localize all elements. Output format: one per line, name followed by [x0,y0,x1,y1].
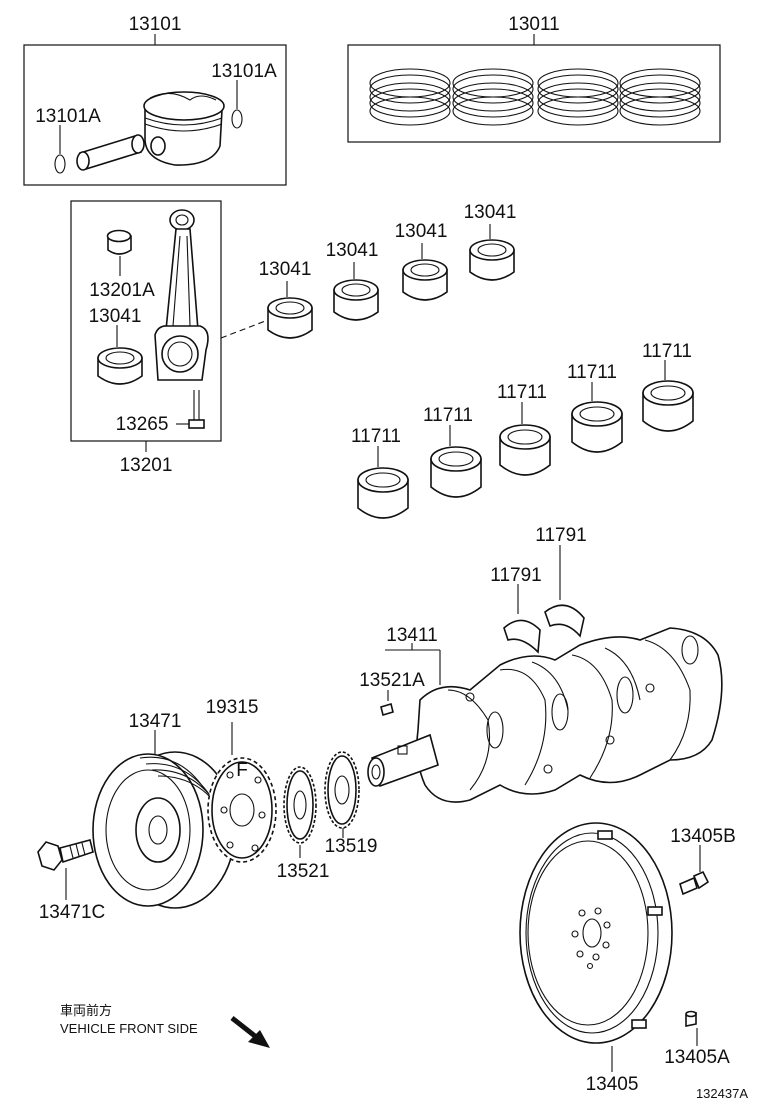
piston-ring-stack-3 [537,68,619,126]
main-bearing-4-label: 11711 [567,362,617,383]
piston-pin [76,134,145,171]
thrust-washer-upper-label: 11791 [535,525,586,546]
main-bearing-1-label: 11711 [351,426,401,447]
main-bearing-2 [430,446,482,498]
conrod-bearings: 13041 13041 13041 13041 [259,202,517,339]
balancer-gear-label: 13519 [325,836,378,857]
vehicle-front-note: 車両前方 VEHICLE FRONT SIDE [60,1003,270,1048]
main-bearing-5 [642,380,694,432]
conrod-bushing-label: 13201A [89,280,155,301]
conrod-bearing-4 [469,239,515,281]
conrod-group: 13201 13201A 13041 [70,200,222,476]
crank-key: 13521A [359,670,425,717]
conrod-bearing-2 [333,279,379,321]
crankshaft [367,627,723,803]
conrod-bolt [188,390,205,429]
conrod-bearing-1 [267,297,313,339]
thrust-washer-lower-label: 11791 [490,565,541,586]
crank-pulley: 13471 [92,711,236,909]
figure-id: 132437A [696,1086,748,1101]
main-bearing-3 [499,424,551,476]
conrod-bolt-label: 13265 [116,414,169,435]
conrod-bearing-2-label: 13041 [326,240,379,261]
main-bearings: 11711 11711 11711 11711 11711 [351,341,694,519]
snap-ring-right [231,109,243,129]
conrod-assy-label: 13201 [120,455,173,476]
main-bearing-2-label: 11711 [423,405,473,426]
vehicle-front-japanese: 車両前方 [60,1003,112,1018]
piston-ring-stack-2 [452,68,534,126]
vehicle-front-english: VEHICLE FRONT SIDE [60,1021,198,1036]
crank-key-label: 13521A [359,670,425,691]
conrod-bearing-3-label: 13041 [395,221,448,242]
conrod-bearing-4-label: 13041 [464,202,517,223]
conrod-bearing-inset-label: 13041 [89,306,142,327]
piston-group: 13101 13101A 13101A [23,14,287,186]
main-bearing-5-label: 11711 [642,341,692,362]
flywheel-label: 13405 [586,1074,639,1095]
conrod-bearing-1-label: 13041 [259,259,312,280]
conrod-bearing-3 [402,259,448,301]
connecting-rod [154,209,209,381]
conrod-dashed-leader [220,319,269,339]
flywheel-pin: 13405A [664,1010,730,1068]
direction-arrow-icon [230,1016,270,1048]
snap-ring-left-label: 13101A [35,106,101,127]
piston-ring-set-label: 13011 [508,14,559,35]
crank-pulley-label: 13471 [129,711,182,732]
pulley-bolt: 13471C [37,839,106,923]
conrod-bearing-inset [97,347,143,385]
flywheel: 13405 [519,822,673,1095]
flywheel-bolt: 13405B [670,826,736,896]
pulley-bolt-label: 13471C [39,902,106,923]
snap-ring-left [54,154,66,174]
piston-ring-stack-1 [369,68,451,126]
main-bearing-1 [357,467,409,519]
piston-rings-group: 13011 [347,14,721,143]
piston-ring-set-frame [347,44,721,143]
thrust-washer-lower [503,619,541,654]
signal-plate-mark: F [236,760,248,781]
crankshaft-callout: 13411 [385,625,441,685]
flywheel-bolt-label: 13405B [670,826,736,847]
thrust-washers: 11791 11791 [490,525,587,654]
crankshaft-label: 13411 [386,625,437,646]
conrod-bushing [106,229,132,255]
balancer-gear: 13519 [324,751,378,857]
signal-plate-label: 19315 [206,697,259,718]
thrust-washer-upper [544,604,585,638]
main-bearing-3-label: 11711 [497,382,547,403]
crank-sprocket: 13521 [277,766,330,882]
flywheel-pin-label: 13405A [664,1047,730,1068]
signal-plate: F 19315 [206,697,277,863]
piston-set-label: 13101 [129,14,182,35]
main-bearing-4 [571,401,623,453]
crank-sprocket-label: 13521 [277,861,330,882]
snap-ring-right-label: 13101A [211,61,277,82]
piston [143,91,225,166]
piston-ring-stack-4 [619,68,701,126]
